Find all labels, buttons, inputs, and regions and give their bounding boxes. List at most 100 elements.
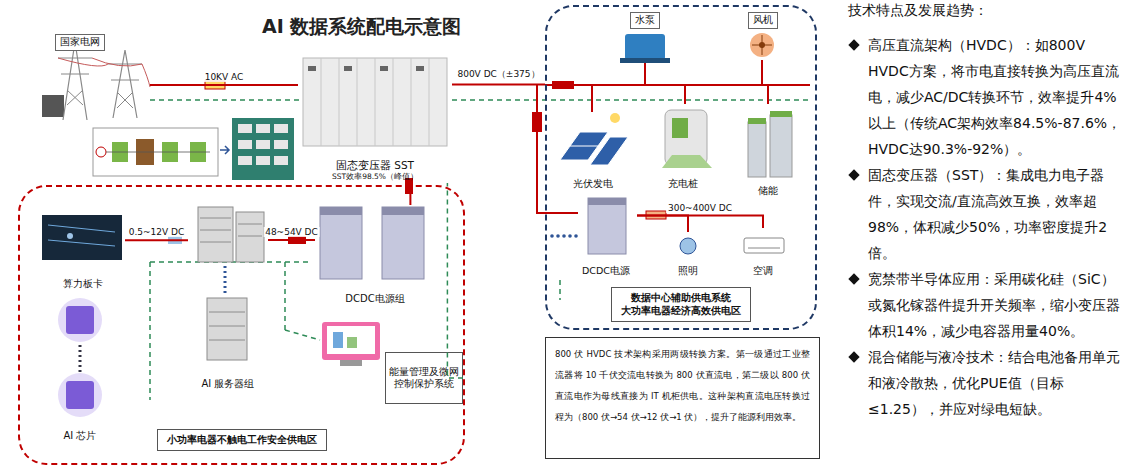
pcb-board-part: [238, 156, 252, 165]
region-caption: 小功率电器不触电工作安全供电区: [167, 434, 317, 447]
storage: [748, 111, 792, 177]
pcb-board: [232, 118, 294, 180]
pump-part: [620, 58, 670, 63]
compute-card-part: [42, 215, 122, 260]
node-label: 储能: [758, 185, 778, 198]
servers-part: [200, 218, 231, 219]
region-b-bus-part: [684, 85, 686, 104]
node-label: 国家电网: [55, 34, 105, 51]
voltage-label: 0.5~12V DC: [127, 227, 187, 237]
servers-part: [200, 242, 231, 243]
bullet-item: 固态变压器（SST）：集成电力电子器件，实现交流/直流高效互换，效率超98%，体…: [846, 162, 1128, 266]
power-line: [452, 83, 545, 85]
pcb-board-part: [232, 118, 294, 180]
bullet-diamond: [848, 39, 859, 50]
control-dashed-lines-part: [284, 262, 286, 330]
region-b-bus-part: [644, 62, 646, 85]
region-caption: 数据中心辅助供电系统: [631, 292, 731, 305]
charger-part: [662, 155, 712, 168]
compute-card-part: [48, 225, 115, 232]
dcdc-unit-part: [568, 234, 572, 238]
charger: [662, 110, 712, 168]
section-heading: 技术特点及发展趋势：: [848, 2, 988, 20]
ai-chips-part: [58, 373, 102, 417]
sst-cabinet-part: [321, 58, 322, 146]
node-label: 光伏发电: [573, 178, 613, 191]
servers-part: [236, 212, 264, 262]
sst-cabinet-part: [357, 58, 358, 146]
power-line: [637, 216, 688, 233]
ai-chips-part: [58, 298, 102, 342]
grid-towers-part: [67, 90, 83, 105]
pcb-board-part: [238, 140, 252, 149]
dcdc-unit-part: [588, 198, 626, 254]
solar-panels-part: [590, 137, 628, 165]
servers-part: [207, 298, 247, 360]
dcdc-cabinets-part: [320, 207, 362, 279]
node-label: AI 服务器组: [202, 378, 255, 391]
solar-panels: [560, 113, 628, 165]
region-b-bus-part: [545, 84, 810, 86]
servers-part: [198, 207, 233, 262]
ai-chips-part: [66, 306, 94, 334]
region-b-bus-part: [767, 85, 769, 104]
safe-supply-region: 小功率电器不触电工作安全供电区算力板卡AI 芯片AI 服务器组DCDC电源组能量…: [18, 185, 465, 465]
water-pump: 水泵: [615, 12, 675, 72]
storage-part: [748, 118, 766, 124]
energy-management-box: 能量管理及微网控制保护系统: [385, 352, 463, 404]
grid-towers: [42, 42, 150, 120]
pcb-board-part: [274, 156, 288, 165]
node-label: 固态变压器 SST: [336, 159, 414, 172]
charging-pile: 充电桩: [648, 100, 718, 190]
markers-part: [288, 236, 306, 244]
sst-cabinet: [303, 58, 447, 146]
pcb-board-part: [256, 140, 270, 149]
power-line: [637, 216, 763, 229]
pv-generation: 光伏发电: [555, 108, 630, 190]
servers-part: [209, 340, 245, 341]
region-b-bus-part: [591, 85, 593, 112]
bullet-list: 高压直流架构（HVDC）：如800V HVDC方案，将市电直接转换为高压直流电，…: [846, 32, 1128, 422]
note-text: 800 伏 HVDC 技术架构采用两级转换方案。第一级通过工业整流器将 10 千…: [555, 344, 810, 428]
servers-part: [238, 236, 262, 237]
grid-source: 国家电网: [40, 30, 150, 125]
circuit-schematic-part: [220, 146, 229, 154]
fan: 风机: [740, 12, 785, 72]
pump-part: [625, 34, 665, 60]
sst-cabinet-part: [339, 58, 340, 146]
node-label: AI 芯片: [64, 430, 97, 443]
bullet-item: 混合储能与液冷技术：结合电池备用单元和液冷散热，优化PUE值（目标≤1.25），…: [846, 344, 1128, 422]
circuit-schematic-part: [96, 147, 106, 157]
control-dashed-lines-part: [285, 330, 320, 340]
node-label: 照明: [678, 265, 698, 277]
region-caption-box: 数据中心辅助供电系统大功率电器经济高效供电区: [611, 287, 751, 322]
voltage-label: 800V DC（±375）: [455, 68, 541, 81]
lighting: 照明: [666, 232, 710, 277]
monitor-part: [333, 332, 343, 348]
lamp: [680, 238, 696, 254]
fan: [750, 33, 774, 57]
fan-part: [752, 45, 772, 46]
control-dashed-lines-part: [559, 280, 561, 300]
bullet-item: 宽禁带半导体应用：采用碳化硅（SiC）或氮化镓器件提升开关频率，缩小变压器体积1…: [846, 266, 1128, 344]
dcdc-unit-part: [588, 198, 626, 205]
sst-transformer: 固态变压器 SSTSST效率98.5%（峰值）: [298, 55, 452, 183]
diagram-title: AI 数据系统配电示意图: [262, 14, 461, 40]
servers-part: [209, 326, 245, 327]
dcdc-cabinets: [320, 207, 424, 279]
control-dashed-lines-part: [452, 99, 810, 101]
region-b-bus-part: [532, 112, 542, 132]
monitor: [322, 322, 380, 366]
bullet-text: 高压直流架构（HVDC）：如800V HVDC方案，将市电直接转换为高压直流电，…: [868, 37, 1121, 157]
dcdc-unit-part: [574, 234, 578, 238]
monitor-part: [322, 322, 380, 360]
fan-part: [750, 33, 774, 57]
storage-part: [770, 115, 792, 177]
node-label: 空调: [753, 265, 773, 277]
dcdc-unit: [550, 198, 626, 254]
servers-part: [238, 224, 262, 225]
region-b-bus: [532, 60, 810, 213]
dcdc-cabinets-part: [382, 207, 424, 215]
